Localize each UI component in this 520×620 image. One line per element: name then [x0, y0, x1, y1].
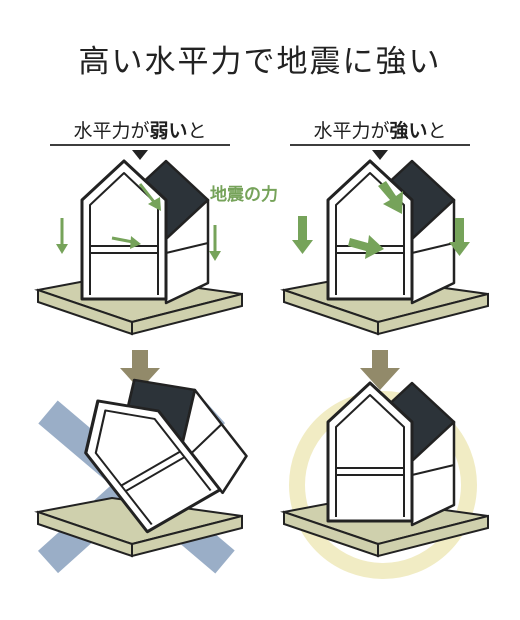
left-heading-pointer-icon: [132, 150, 148, 160]
right-heading-pointer-icon: [372, 150, 388, 160]
left-heading-suffix: と: [187, 120, 207, 142]
left-top-scene: [34, 159, 243, 336]
stable-house: [326, 381, 456, 527]
left-heading-emphasis: 弱い: [149, 120, 188, 142]
right-heading-prefix: 水平力が: [313, 120, 390, 142]
earthquake-force-label: 地震の力: [210, 185, 278, 205]
right-heading-suffix: と: [427, 120, 447, 142]
right-top-house: [326, 159, 456, 305]
right-result-arrow-icon: [360, 350, 400, 390]
right-top-scene: [280, 159, 489, 336]
left-result-arrow-icon: [120, 350, 160, 390]
left-heading-prefix: 水平力が: [73, 120, 150, 142]
left-top-house: [80, 159, 210, 305]
right-heading: 水平力が強いと: [280, 116, 480, 143]
left-bottom-scene: [34, 357, 261, 574]
page-title: 高い水平力で地震に強い: [78, 44, 442, 80]
right-heading-emphasis: 強い: [389, 120, 428, 142]
left-heading: 水平力が弱いと: [40, 116, 240, 143]
left-force-arrows: [56, 183, 221, 261]
right-bottom-scene: [280, 381, 489, 579]
right-force-arrows: [292, 181, 470, 259]
